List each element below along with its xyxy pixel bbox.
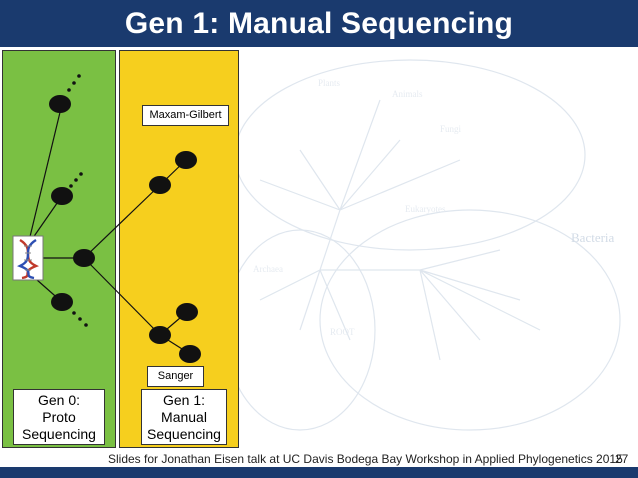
tree-label-archaea: Archaea xyxy=(253,264,283,274)
tree-of-life-background: Plants Animals Fungi Eukaryotes ROOT Arc… xyxy=(224,59,621,431)
node xyxy=(176,303,198,321)
gen0-label-box: Gen 0: Proto Sequencing xyxy=(13,389,105,445)
node xyxy=(149,176,171,194)
tree-label-animals: Animals xyxy=(392,89,423,99)
tree-label-eukaryotes: Eukaryotes xyxy=(405,204,446,214)
continuation-dot xyxy=(69,184,73,188)
slide-title: Gen 1: Manual Sequencing xyxy=(124,6,514,40)
continuation-dot xyxy=(74,178,78,182)
node xyxy=(49,95,71,113)
continuation-dot xyxy=(72,311,76,315)
continuation-dot xyxy=(72,81,76,85)
footer-text: Slides for Jonathan Eisen talk at UC Dav… xyxy=(108,452,623,466)
node xyxy=(73,249,95,267)
bottom-bar xyxy=(0,467,638,478)
tree-label-plants: Plants xyxy=(318,78,341,88)
node xyxy=(175,151,197,169)
continuation-dot xyxy=(84,323,88,327)
edge xyxy=(83,257,161,336)
sanger-label: Sanger xyxy=(147,366,204,387)
continuation-dot xyxy=(78,317,82,321)
edge xyxy=(83,184,161,259)
maxam-gilbert-label: Maxam-Gilbert xyxy=(142,105,229,126)
gen1-label-line: Sequencing xyxy=(147,426,221,442)
continuation-dot xyxy=(77,74,81,78)
node xyxy=(51,293,73,311)
gen1-label-box: Gen 1: Manual Sequencing xyxy=(141,389,227,445)
node xyxy=(149,326,171,344)
gen1-label-line: Manual xyxy=(161,409,207,425)
dna-icon xyxy=(12,235,44,281)
gen1-label-line: Gen 1: xyxy=(162,392,206,408)
tree-label-fungi: Fungi xyxy=(440,124,462,134)
page-number: 27 xyxy=(615,452,629,466)
gen0-label-line: Gen 0: xyxy=(37,392,81,408)
continuation-dot xyxy=(79,172,83,176)
edge xyxy=(27,103,63,246)
gen0-label-line: Proto xyxy=(42,409,76,425)
node xyxy=(51,187,73,205)
gen0-label-line: Sequencing xyxy=(22,426,96,442)
tree-label-root: ROOT xyxy=(330,327,355,337)
tree-label-bacteria: Bacteria xyxy=(571,230,615,245)
title-bar: Gen 1: Manual Sequencing xyxy=(0,0,638,47)
node xyxy=(179,345,201,363)
continuation-dot xyxy=(67,88,71,92)
